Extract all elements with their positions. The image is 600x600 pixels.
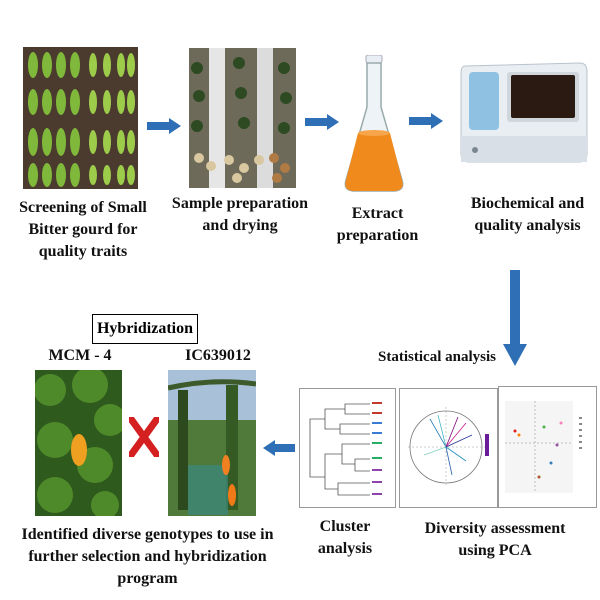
pca-individuals-plot [498,386,597,508]
pca-circle-illustration [408,407,489,487]
caption-identified: Identified diverse genotypes to use in f… [21,526,274,587]
hybridization-label: Hybridization [92,314,198,344]
cluster-dendrogram [299,388,396,508]
sample-photo [189,48,296,188]
parent1-label: MCM - 4 [48,347,112,364]
drying-samples-illustration [189,48,296,188]
caption-pca: Diversity assessment using PCA [424,520,566,559]
arrow-right-icon [409,113,443,129]
caption-biochem: Biochemical and quality analysis [470,195,585,234]
cross-icon [129,417,159,457]
leaves-fruits-illustration [23,47,138,189]
caption-statistical: Statistical analysis [378,349,496,365]
screening-photo [23,47,138,189]
arrow-left-icon [263,440,295,456]
parent2-label: IC639012 [185,347,251,364]
field-trellis-illustration [168,370,256,516]
caption-cluster: Cluster analysis [317,518,373,557]
arrow-down-icon [503,270,527,366]
caption-sample: Sample preparation and drying [171,195,309,234]
caption-extract: Extract preparation [336,205,419,244]
pca-scatter-illustration [505,401,582,493]
flask-icon [344,55,404,192]
parent2-photo [168,370,256,516]
parent1-photo [35,370,122,516]
pca-variables-plot [399,388,498,508]
dendrogram-illustration [309,402,382,496]
bitter-gourd-plant-illustration [35,370,122,516]
spectrophotometer-icon [460,62,588,163]
caption-screening: Screening of Small Bitter gourd for qual… [19,199,147,260]
arrow-right-icon [147,118,181,134]
arrow-right-icon [305,114,339,130]
